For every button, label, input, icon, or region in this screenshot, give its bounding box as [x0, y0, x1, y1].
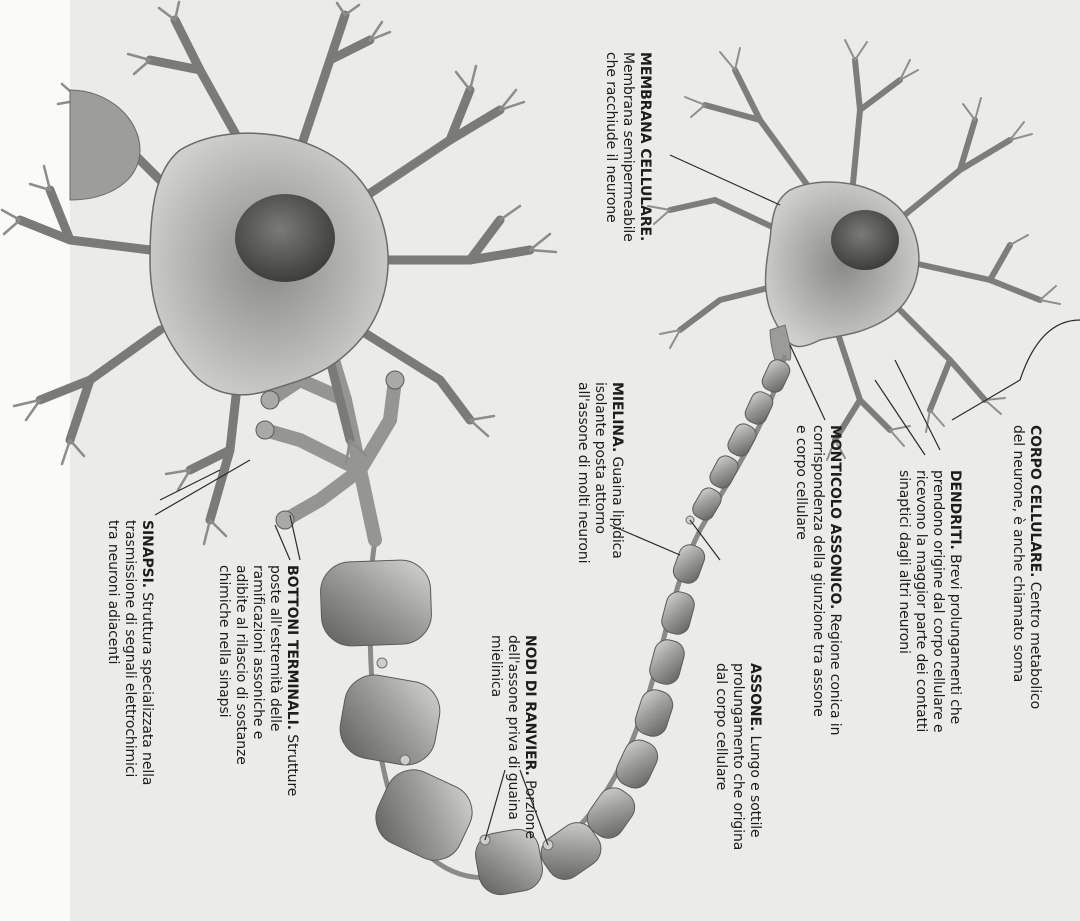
- label-assone: ASSONE. Lungo e sottile prolungamento ch…: [712, 663, 763, 850]
- label-mielina: MIELINA. Guaina lipidica isolante posta …: [574, 382, 625, 563]
- label-monticolo-assonico: MONTICOLO ASSONICO. Regione conica in co…: [792, 425, 843, 735]
- small-neuron: [648, 40, 1060, 460]
- large-neuron: [2, 2, 556, 544]
- label-membrana-cellulare: MEMBRANA CELLULARE. Membrana semipermeab…: [602, 52, 653, 242]
- small-neuron-nucleus: [831, 210, 899, 270]
- label-nodi-di-ranvier: NODI DI RANVIER. Porzione dell'assone pr…: [487, 635, 538, 839]
- leader-corpo-cellulare: [952, 320, 1080, 420]
- large-neuron-nucleus: [235, 194, 335, 282]
- label-bottoni-terminali: BOTTONI TERMINALI. Strutture poste all'e…: [215, 565, 300, 796]
- leader-membrana: [670, 155, 780, 205]
- small-neuron-soma: [766, 182, 919, 347]
- label-dendriti: DENDRITI. Brevi prolungamenti che prendo…: [895, 470, 963, 733]
- label-sinapsi: SINAPSI. Struttura specializzata nella t…: [104, 520, 155, 785]
- label-corpo-cellulare: CORPO CELLULARE. Centro metabolico del n…: [1009, 425, 1043, 709]
- presynaptic-neuron-fragment: [70, 90, 140, 200]
- leader-monticolo: [790, 345, 825, 420]
